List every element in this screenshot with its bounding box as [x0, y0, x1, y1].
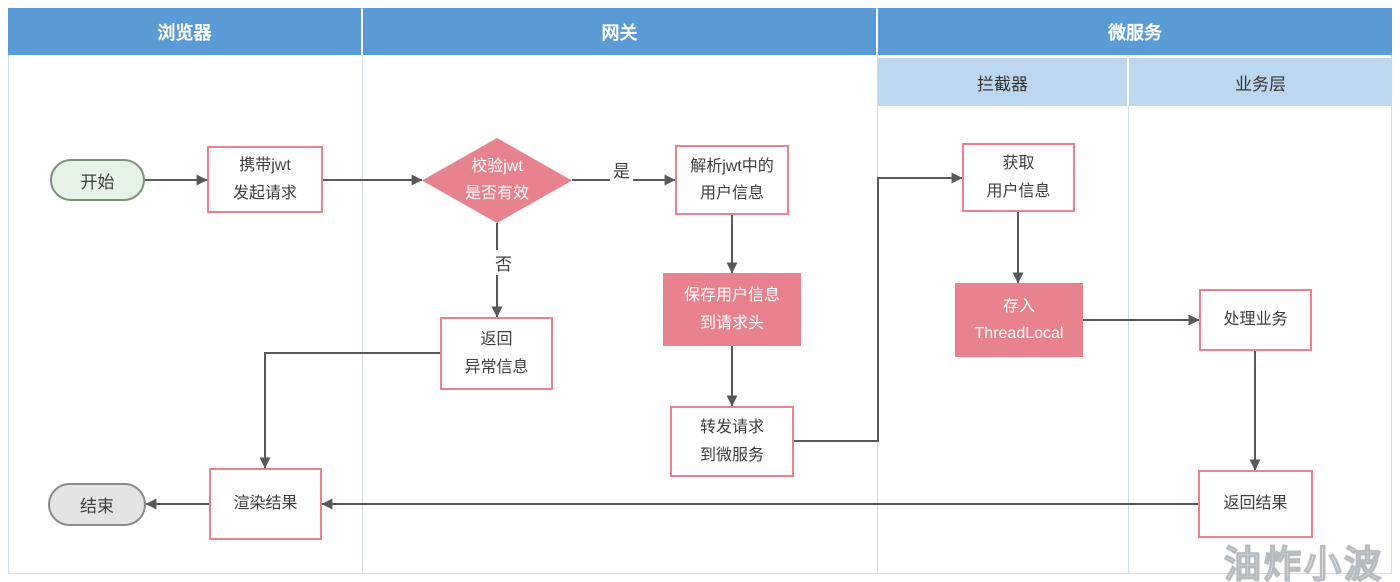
- node-carry-jwt-request: 携带jwt 发起请求: [207, 146, 323, 213]
- lane-header-browser: 浏览器: [8, 8, 361, 55]
- node-save-user-header-line2: 到请求头: [699, 314, 764, 332]
- sublane-header-interceptor: 拦截器: [878, 58, 1127, 106]
- node-validate-jwt-line2: 是否有效: [464, 184, 529, 202]
- node-save-user-header-line1: 保存用户信息: [683, 287, 780, 305]
- edge-label-yes: 是: [610, 157, 633, 182]
- lane-separator-2: [877, 55, 878, 574]
- node-end: 结束: [48, 483, 146, 526]
- node-return-error-line1: 返回: [480, 331, 513, 349]
- lane-title-microservice: 微服务: [1108, 22, 1162, 43]
- node-start-label: 开始: [80, 172, 115, 192]
- lane-title-gateway: 网关: [601, 22, 638, 43]
- node-process-business-label: 处理业务: [1223, 311, 1288, 329]
- node-forward-request-line2: 到微服务: [699, 446, 764, 464]
- node-render-result-label: 渲染结果: [233, 495, 298, 513]
- edge-label-no: 否: [492, 250, 515, 275]
- node-process-business: 处理业务: [1199, 289, 1312, 351]
- node-parse-jwt-line1: 解析jwt中的: [690, 157, 774, 175]
- node-parse-jwt-line2: 用户信息: [699, 185, 764, 202]
- node-carry-jwt-line2: 发起请求: [232, 184, 297, 202]
- node-forward-request-line1: 转发请求: [699, 419, 764, 437]
- node-end-label: 结束: [80, 497, 114, 516]
- node-render-result: 渲染结果: [209, 468, 322, 540]
- watermark-text: 油炸小波: [1223, 543, 1384, 582]
- node-save-user-header: 保存用户信息 到请求头: [663, 273, 801, 346]
- lane-header-microservice: 微服务: [878, 8, 1392, 55]
- sublane-title-interceptor: 拦截器: [977, 74, 1028, 94]
- node-start: 开始: [50, 159, 145, 201]
- node-forward-request: 转发请求 到微服务: [670, 406, 794, 477]
- node-store-threadlocal-line2: ThreadLocal: [974, 325, 1064, 342]
- node-parse-jwt: 解析jwt中的 用户信息: [675, 145, 789, 215]
- node-store-threadlocal-line1: 存入: [1002, 297, 1035, 315]
- lane-separator-1: [362, 55, 363, 574]
- node-return-result-label: 返回结果: [1223, 495, 1288, 513]
- lane-title-browser: 浏览器: [157, 22, 212, 43]
- node-get-user-info-line1: 获取: [1002, 155, 1035, 173]
- node-store-threadlocal: 存入 ThreadLocal: [955, 283, 1083, 357]
- node-validate-jwt-line1: 校验jwt: [471, 158, 523, 176]
- sublane-header-business: 业务层: [1129, 58, 1392, 106]
- node-get-user-info-line2: 用户信息: [986, 182, 1051, 200]
- lane-header-gateway: 网关: [363, 8, 876, 55]
- node-get-user-info: 获取 用户信息: [962, 143, 1075, 212]
- node-return-result: 返回结果: [1198, 470, 1313, 538]
- sublane-separator: [1128, 106, 1129, 574]
- node-return-error: 返回 异常信息: [440, 317, 553, 390]
- node-carry-jwt-line1: 携带jwt: [239, 157, 291, 175]
- sublane-title-business: 业务层: [1235, 74, 1286, 94]
- node-return-error-line2: 异常信息: [464, 358, 529, 376]
